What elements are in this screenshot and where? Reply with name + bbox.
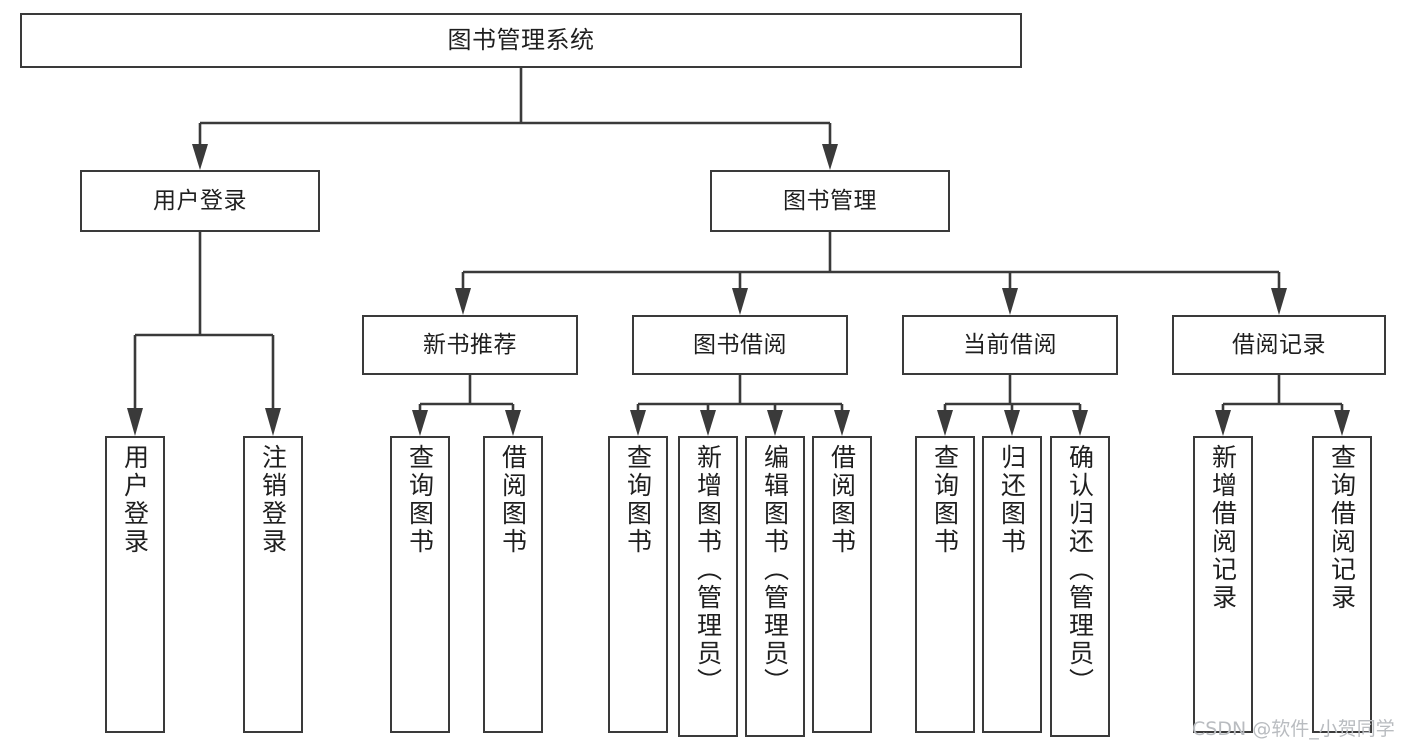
arrowhead-q1 [412,410,428,436]
node-leaf-query-book-borrow[interactable]: 查询图书 [608,436,668,733]
node-leaf-query-borrow-record[interactable]: 查询借阅记录 [1312,436,1372,733]
node-label: 注销登录 [258,444,288,556]
node-label: 查询图书 [623,444,653,556]
node-label: 新书推荐 [423,331,517,358]
watermark-text: CSDN @软件_小贺同学 [1192,718,1395,740]
arrowhead-confirm-return [1072,410,1088,436]
node-label: 确认归还（管理员） [1065,444,1095,696]
node-label: 借阅记录 [1232,331,1326,358]
arrowhead-add-record [1215,410,1231,436]
arrowhead-add-book [700,410,716,436]
node-label: 查询图书 [405,444,435,556]
node-leaf-user-login[interactable]: 用户登录 [105,436,165,733]
arrowhead-user-login [192,144,208,170]
node-root-system[interactable]: 图书管理系统 [20,13,1022,68]
node-label: 归还图书 [997,444,1027,556]
node-label: 借阅图书 [498,444,528,556]
node-label: 用户登录 [120,444,150,556]
arrowhead-book-manage [822,144,838,170]
node-label: 新增图书（管理员） [693,444,723,696]
node-borrow-record[interactable]: 借阅记录 [1172,315,1386,375]
arrowhead-borrow-record [1271,288,1287,315]
node-label: 查询借阅记录 [1327,444,1357,612]
node-new-book-recommend[interactable]: 新书推荐 [362,315,578,375]
arrowhead-edit-book [767,410,783,436]
node-user-login[interactable]: 用户登录 [80,170,320,232]
arrowhead-leaf-user-login [127,408,143,436]
node-label: 图书管理系统 [447,25,595,54]
node-leaf-add-borrow-record[interactable]: 新增借阅记录 [1193,436,1253,733]
node-current-borrow[interactable]: 当前借阅 [902,315,1118,375]
node-label: 编辑图书（管理员） [760,444,790,696]
node-label: 图书借阅 [693,331,787,358]
node-label: 图书管理 [783,187,877,214]
arrowhead-return-book [1004,410,1020,436]
arrowhead-b2 [834,410,850,436]
node-leaf-query-book-current[interactable]: 查询图书 [915,436,975,733]
arrowhead-q2 [630,410,646,436]
node-leaf-query-book-recommend[interactable]: 查询图书 [390,436,450,733]
arrowhead-new-book [455,288,471,315]
node-leaf-edit-book-admin[interactable]: 编辑图书（管理员） [745,436,805,737]
arrowhead-b1 [505,410,521,436]
node-leaf-add-book-admin[interactable]: 新增图书（管理员） [678,436,738,737]
node-label: 当前借阅 [963,331,1057,358]
arrowhead-q3 [937,410,953,436]
node-leaf-borrow-book-recommend[interactable]: 借阅图书 [483,436,543,733]
node-leaf-logout[interactable]: 注销登录 [243,436,303,733]
arrowhead-query-record [1334,410,1350,436]
node-book-manage[interactable]: 图书管理 [710,170,950,232]
node-book-borrow[interactable]: 图书借阅 [632,315,848,375]
node-leaf-borrow-book-borrow[interactable]: 借阅图书 [812,436,872,733]
arrowhead-book-borrow [732,288,748,315]
node-label: 借阅图书 [827,444,857,556]
node-leaf-return-book[interactable]: 归还图书 [982,436,1042,733]
arrowhead-current-borrow [1002,288,1018,315]
node-label: 新增借阅记录 [1208,444,1238,612]
arrowhead-leaf-logout [265,408,281,436]
node-leaf-confirm-return-admin[interactable]: 确认归还（管理员） [1050,436,1110,737]
node-label: 查询图书 [930,444,960,556]
node-label: 用户登录 [153,187,247,214]
